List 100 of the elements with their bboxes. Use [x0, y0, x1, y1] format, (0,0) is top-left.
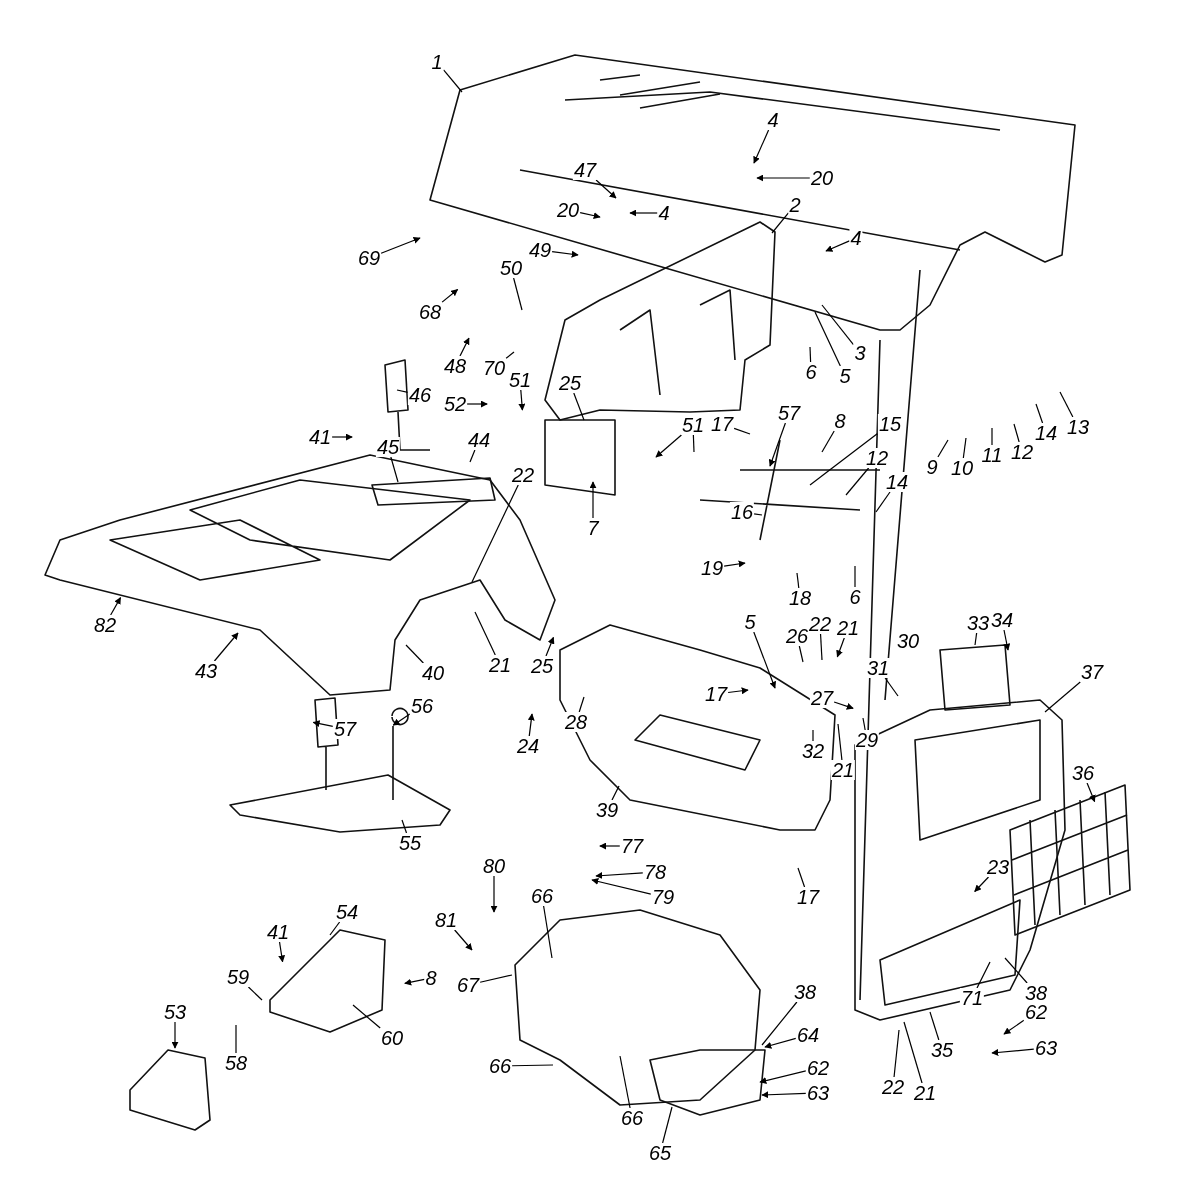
- callout-number: 22: [807, 614, 833, 634]
- leader-line: [1003, 1019, 1025, 1035]
- callout-number: 3: [853, 343, 867, 363]
- leader-line: [929, 1011, 940, 1041]
- leader-line: [505, 351, 515, 359]
- callout-number: 13: [1065, 417, 1091, 437]
- leader-line: [591, 878, 652, 895]
- leader-line: [1086, 782, 1096, 803]
- leader-line: [1035, 403, 1044, 424]
- leader-line: [599, 842, 621, 850]
- callout-number: 11: [980, 445, 1004, 465]
- callout-number: 21: [835, 618, 861, 638]
- leader-line: [401, 819, 408, 834]
- leader-line: [836, 637, 845, 658]
- leader-line: [753, 631, 777, 689]
- callout-number: 38: [1023, 983, 1049, 1003]
- callout-number: 50: [498, 258, 524, 278]
- leader-line: [213, 632, 239, 662]
- leader-line: [278, 941, 286, 963]
- callout-number: 25: [557, 373, 583, 393]
- callout-number: 41: [265, 922, 291, 942]
- leader-line: [727, 687, 749, 695]
- leader-line: [809, 432, 879, 486]
- callout-number: 41: [307, 427, 333, 447]
- callout-number: 9: [925, 457, 939, 477]
- leader-line: [884, 677, 899, 697]
- callout-number: 8: [833, 411, 847, 431]
- callout-number: 45: [375, 437, 401, 457]
- leader-line: [854, 565, 856, 588]
- leader-line: [764, 1037, 797, 1049]
- callout-number: 4: [849, 228, 863, 248]
- callout-number: 51: [507, 370, 533, 390]
- callout-number: 31: [865, 658, 891, 678]
- leader-line: [545, 636, 555, 657]
- callout-number: 60: [379, 1028, 405, 1048]
- leader-line: [976, 961, 991, 989]
- callout-number: 57: [776, 403, 802, 423]
- leader-line: [543, 905, 553, 959]
- leader-line: [991, 1048, 1035, 1056]
- leader-line: [837, 723, 843, 761]
- callout-number: 38: [792, 982, 818, 1002]
- leader-line: [771, 212, 790, 234]
- leader-line: [862, 717, 866, 731]
- callout-number: 66: [619, 1108, 645, 1128]
- callout-number: 19: [699, 558, 725, 578]
- callout-number: 57: [332, 719, 358, 739]
- leader-line: [821, 430, 835, 453]
- leader-line: [723, 560, 746, 568]
- callout-number: 80: [481, 856, 507, 876]
- leader-line: [578, 696, 585, 713]
- leader-line: [962, 437, 967, 459]
- callout-number: 34: [989, 610, 1015, 630]
- leader-line: [809, 346, 812, 363]
- leader-line: [404, 978, 426, 986]
- callout-number: 4: [657, 203, 671, 223]
- callout-number: 25: [529, 656, 555, 676]
- callout-number: 24: [515, 736, 541, 756]
- callout-number: 29: [854, 730, 880, 750]
- callout-number: 20: [555, 200, 581, 220]
- leader-line: [441, 288, 459, 303]
- callout-number: 43: [193, 661, 219, 681]
- leader-line: [110, 597, 122, 616]
- callout-number: 17: [703, 684, 729, 704]
- leader-line: [1013, 423, 1020, 443]
- callout-number: 62: [1023, 1002, 1049, 1022]
- leader-line: [733, 427, 751, 435]
- callout-number: 44: [466, 430, 492, 450]
- leader-line: [595, 179, 617, 199]
- callout-number: 28: [563, 712, 589, 732]
- leader-line: [573, 392, 585, 421]
- callout-number: 52: [442, 394, 468, 414]
- callout-number: 39: [594, 800, 620, 820]
- callout-number: 63: [1033, 1038, 1059, 1058]
- callout-number: 14: [884, 472, 910, 492]
- leader-line: [761, 1091, 807, 1099]
- leader-line: [937, 439, 949, 458]
- leader-line: [466, 400, 488, 408]
- callout-number: 22: [880, 1077, 906, 1097]
- callout-number: 36: [1070, 763, 1096, 783]
- callout-number: 7: [586, 518, 600, 538]
- callout-number: 12: [1009, 442, 1035, 462]
- leader-line: [247, 986, 263, 1001]
- callout-number: 20: [809, 168, 835, 188]
- callout-number: 35: [929, 1040, 955, 1060]
- callout-number: 5: [838, 366, 852, 386]
- callout-number: 37: [1079, 662, 1105, 682]
- callout-number: 21: [912, 1083, 938, 1103]
- callout-number: 22: [510, 465, 536, 485]
- leader-line: [471, 484, 519, 583]
- leader-line: [825, 240, 851, 252]
- leader-line: [619, 1055, 631, 1109]
- leader-line: [235, 1024, 237, 1054]
- callout-number: 27: [809, 688, 835, 708]
- callout-number: 51: [680, 415, 706, 435]
- leader-line: [974, 876, 990, 893]
- callout-number: 49: [527, 240, 553, 260]
- callout-number: 67: [455, 975, 481, 995]
- leader-line: [797, 867, 806, 888]
- callout-number: 40: [420, 663, 446, 683]
- leader-line: [1059, 391, 1074, 418]
